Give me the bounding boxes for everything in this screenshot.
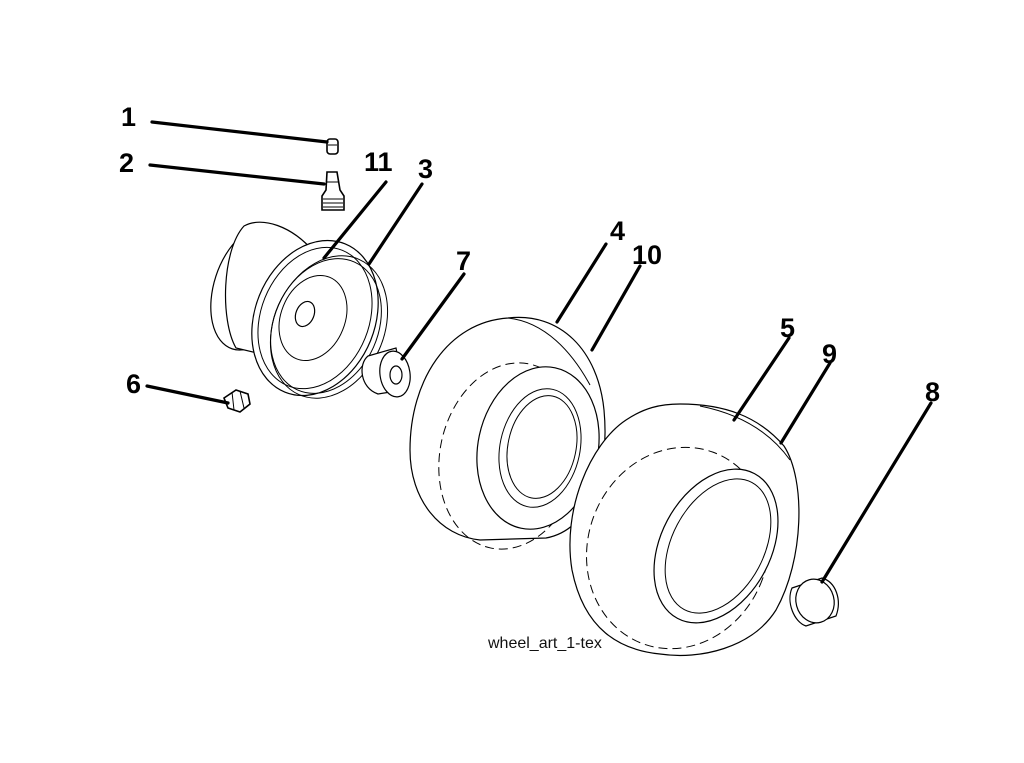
callout-10: 10 xyxy=(632,240,662,270)
callout-3: 3 xyxy=(418,154,433,184)
callout-numbers: 1 2 11 3 4 10 7 5 9 6 8 xyxy=(119,102,940,407)
callout-7: 7 xyxy=(456,246,471,276)
callout-6: 6 xyxy=(126,369,141,399)
part-valve-cap xyxy=(326,138,339,155)
part-valve-stem xyxy=(321,171,345,211)
part-rim xyxy=(210,221,379,397)
part-rear-tire xyxy=(569,403,800,657)
callout-4: 4 xyxy=(610,216,625,246)
diagram-caption: wheel_art_1-tex xyxy=(487,635,602,652)
leader-lines xyxy=(145,120,933,584)
callout-8: 8 xyxy=(925,377,940,407)
part-bushing xyxy=(361,347,411,398)
callout-1: 1 xyxy=(121,102,136,132)
part-front-tire xyxy=(409,316,606,550)
part-rim-ring xyxy=(269,255,389,399)
part-hub-cap xyxy=(789,577,839,627)
callout-2: 2 xyxy=(119,148,134,178)
callout-11: 11 xyxy=(364,147,393,177)
part-grease-fitting xyxy=(223,389,251,413)
callout-5: 5 xyxy=(780,313,795,343)
callout-9: 9 xyxy=(822,339,837,369)
